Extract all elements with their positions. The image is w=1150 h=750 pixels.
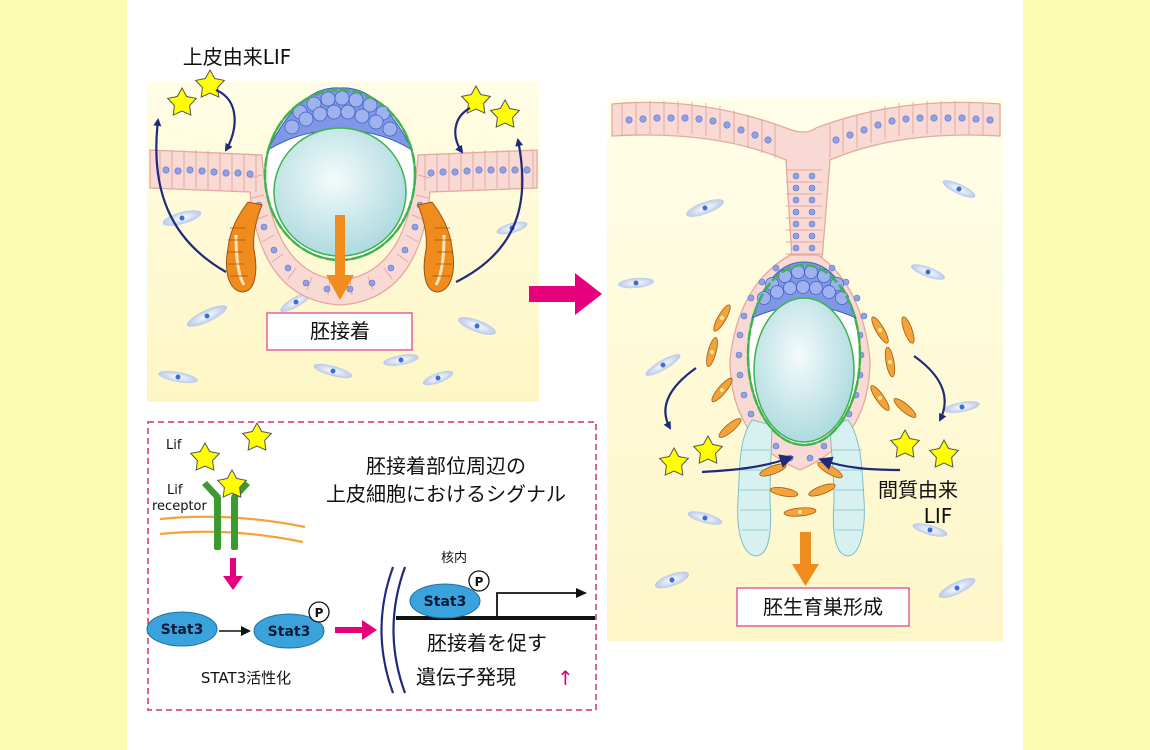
decidualization-arrow-icon: [792, 532, 819, 586]
result-line1: 胚接着を促す: [427, 631, 547, 655]
circulation-arrow-icon: [153, 88, 524, 283]
stromal-cells: [158, 210, 528, 386]
stat3-icon: [146, 611, 218, 647]
nuclear-phosphate-icon: P: [475, 575, 484, 589]
uterine-epithelium-2: [611, 101, 1001, 261]
attachment-arrow-icon: [326, 215, 354, 300]
lif-ligand-icon: [189, 421, 273, 471]
panel2-result-label: 胚生育巣形成: [763, 595, 883, 619]
transition-arrow-icon: [529, 273, 602, 315]
left-margin: [0, 0, 127, 750]
increase-arrow-icon: ↑: [557, 666, 574, 690]
panel2-source-label-line2: LIF: [924, 504, 953, 528]
transcription-arrow-icon: [496, 588, 587, 618]
activation-arrow-icon: [223, 558, 243, 590]
embryo-icon: [263, 87, 417, 262]
lif-ligand-label: Lif: [166, 438, 182, 453]
result-line2: 遺伝子発現: [416, 665, 516, 689]
nucleus-label: 核内: [441, 550, 467, 566]
stat3-activation-label: STAT3活性化: [201, 669, 291, 687]
receptor-label-line2: receptor: [152, 499, 208, 514]
phosphorylation-arrow-icon: [219, 626, 251, 636]
panel-attachment: 上皮由来LIF 胚接着: [147, 45, 539, 402]
receptor-label-line1: Lif: [167, 483, 183, 498]
circulation-arrow-icon-2: [663, 355, 947, 474]
uterine-gland-left: [226, 201, 263, 293]
uterine-gland-right: [417, 201, 454, 293]
panel2-result-box: [736, 587, 910, 627]
panel2-source-label-line1: 間質由来: [878, 478, 958, 502]
panel1-result-label: 胚接着: [310, 319, 370, 343]
lif-receptor-icon: [202, 481, 250, 550]
nuclear-stat3-label: Stat3: [424, 594, 467, 610]
panel1-source-label: 上皮由来LIF: [183, 45, 292, 69]
nuclear-stat3-icon: [409, 570, 490, 619]
signaling-panel: Lif Lif receptor 胚接着部位周辺の 上皮細胞におけるシグナル S…: [146, 421, 597, 711]
nuclear-membrane: [380, 566, 407, 694]
panel-decidualization: 間質由来 LIF 胚生育巣形成: [607, 98, 1003, 641]
stat3-phospho-label: Stat3: [268, 624, 311, 640]
lif-star-icon: [166, 68, 521, 128]
lif-star-icon-2: [658, 428, 960, 476]
stromal-cells-2: [618, 180, 980, 599]
signal-title-line2: 上皮細胞におけるシグナル: [326, 482, 566, 506]
translocation-arrow-icon: [335, 620, 377, 640]
uterine-gland-2: [737, 419, 865, 557]
right-margin: [1023, 0, 1150, 750]
phosphate-icon: P: [315, 606, 324, 620]
embryo-icon-2: [746, 261, 862, 447]
bound-lif-icon: [216, 468, 248, 498]
stat3-label: Stat3: [161, 622, 204, 638]
uterine-epithelium: [149, 149, 538, 306]
stat3-phospho-icon: [253, 601, 330, 649]
panel1-result-box: [266, 312, 413, 351]
signal-title-line1: 胚接着部位周辺の: [366, 454, 526, 478]
